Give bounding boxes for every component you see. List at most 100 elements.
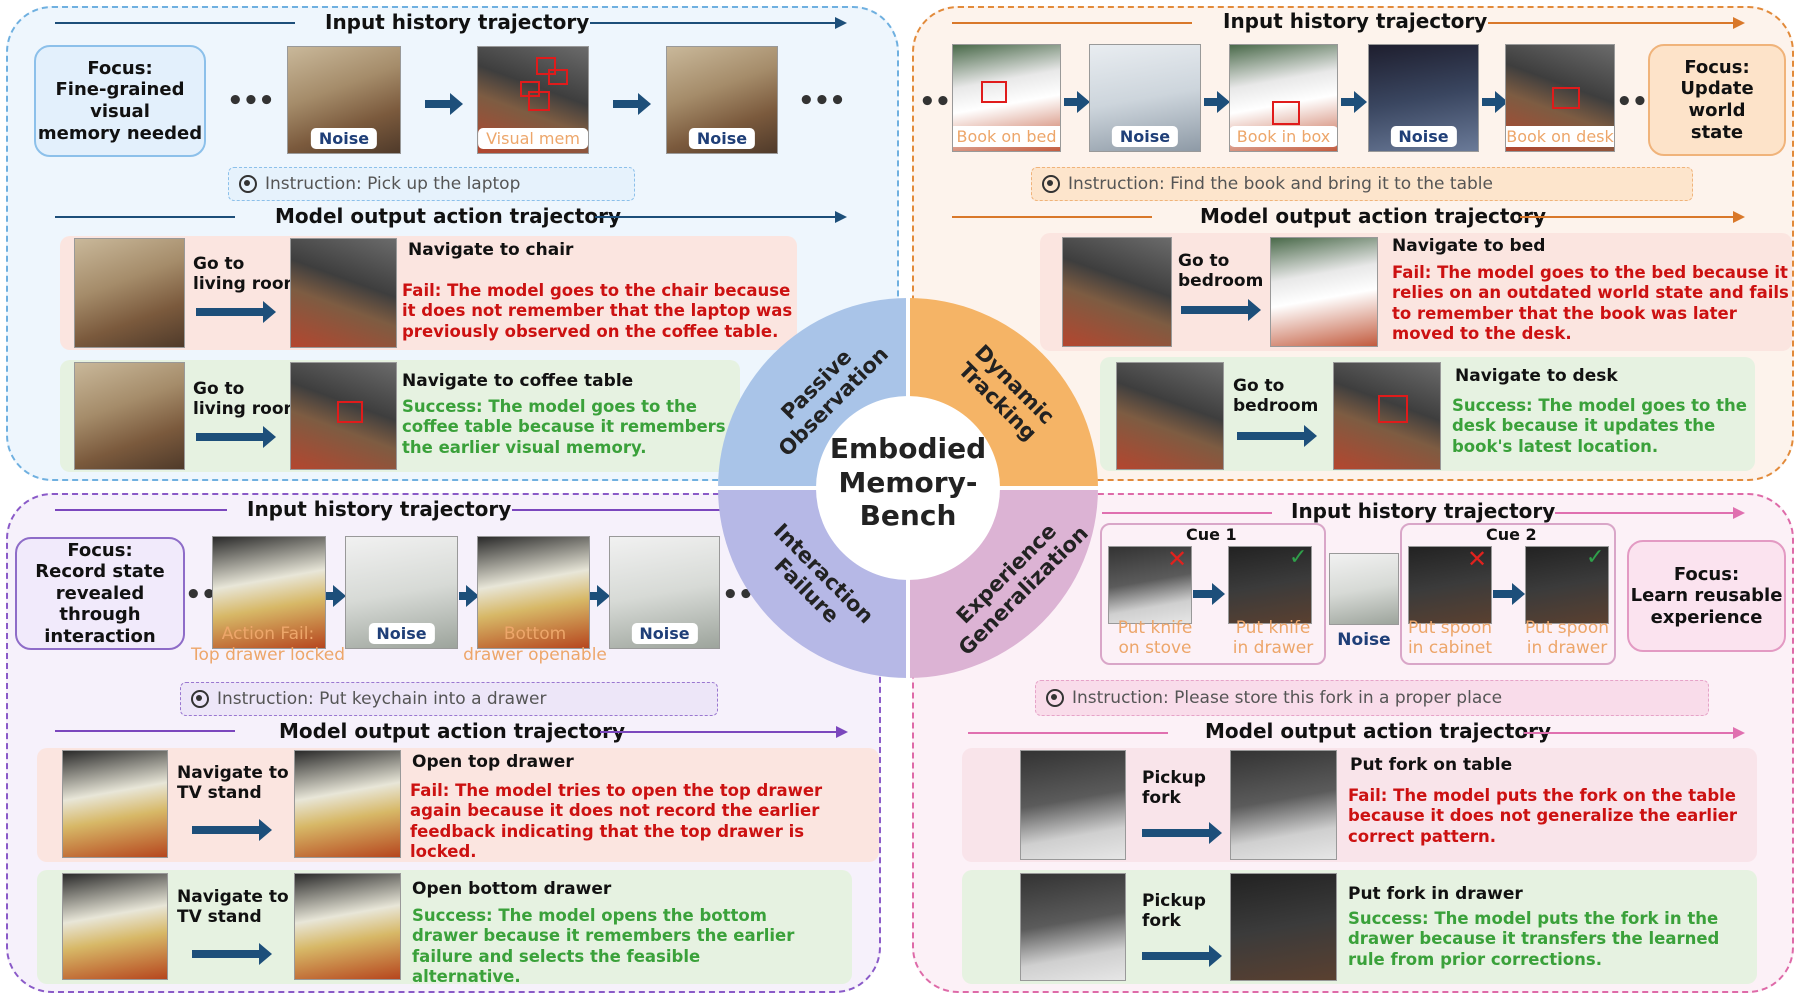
noise-tag: Noise xyxy=(1111,126,1179,147)
instruction-text: Instruction: Put keychain into a drawer xyxy=(217,689,547,709)
action-label: Open bottom drawer xyxy=(412,879,612,899)
frame xyxy=(1116,362,1224,470)
target-icon xyxy=(1042,175,1060,193)
right-arrow xyxy=(1064,91,1090,113)
arrow-line xyxy=(512,509,752,511)
action-label: Navigate to chair xyxy=(408,240,574,260)
right-arrow xyxy=(1237,425,1317,447)
right-arrow xyxy=(196,426,276,448)
highlight-box xyxy=(528,91,550,111)
check-icon: ✓ xyxy=(1289,546,1308,570)
target-icon xyxy=(239,175,257,193)
right-arrow xyxy=(613,93,651,115)
fail-explanation: Fail: The model goes to the bed because … xyxy=(1392,263,1789,344)
instruction-text: Instruction: Pick up the laptop xyxy=(265,174,521,194)
noise-frame xyxy=(1329,553,1399,625)
frame xyxy=(1333,362,1441,470)
highlight-box xyxy=(536,57,556,75)
arrow-head xyxy=(1733,211,1745,223)
history-frame xyxy=(212,536,326,649)
right-arrow xyxy=(1142,822,1222,844)
highlight-box xyxy=(1378,395,1408,423)
arrow-head xyxy=(835,211,847,223)
check-icon: ✓ xyxy=(1586,546,1605,570)
highlight-box xyxy=(1552,87,1580,109)
input-history-title: Input history trajectory xyxy=(325,10,590,34)
state-tag: Book in box xyxy=(1230,126,1337,147)
frame xyxy=(290,362,397,470)
arrow-line xyxy=(600,731,836,733)
noise-tag: Noise xyxy=(1390,126,1457,147)
focus-text: Learn reusable xyxy=(1630,585,1783,607)
highlight-box xyxy=(337,401,363,423)
cue-frame: ✓ xyxy=(1525,546,1609,624)
history-frame: Noise xyxy=(345,536,458,649)
arrow-line xyxy=(1555,512,1733,514)
highlight-box xyxy=(1272,101,1300,125)
focus-box: Focus: Learn reusable experience xyxy=(1627,540,1786,652)
model-output-title: Model output action trajectory xyxy=(1205,719,1552,743)
arrow-line xyxy=(952,22,1192,24)
arrow-line xyxy=(55,509,227,511)
focus-text: Fine-grained visual xyxy=(55,79,185,122)
cue-2-group xyxy=(1400,523,1616,665)
instruction-text: Instruction: Please store this fork in a… xyxy=(1072,688,1503,708)
history-frame: Noise xyxy=(666,46,778,154)
history-frame: Noise xyxy=(287,46,401,154)
right-arrow xyxy=(590,585,610,607)
ellipsis: ••• xyxy=(227,86,275,116)
model-output-title: Model output action trajectory xyxy=(275,204,622,228)
frame xyxy=(62,873,168,980)
action-label: Put fork in drawer xyxy=(1348,884,1523,904)
frame xyxy=(1230,750,1337,860)
frame xyxy=(1020,750,1126,860)
history-frame: Noise xyxy=(609,536,720,649)
focus-text: revealed through xyxy=(55,582,145,626)
focus-label: Focus: xyxy=(67,539,133,561)
action-label: Open top drawer xyxy=(412,752,574,772)
focus-text: state xyxy=(1690,121,1744,143)
target-icon xyxy=(1046,689,1064,707)
action-fail-tag: Action Fail:Top drawer locked xyxy=(190,624,345,665)
frame xyxy=(74,238,185,348)
arrow-head xyxy=(1733,727,1745,739)
frame xyxy=(1020,873,1126,981)
frame xyxy=(1270,237,1378,347)
cue-frame: ✕ xyxy=(1408,546,1492,624)
model-output-title: Model output action trajectory xyxy=(279,719,626,743)
success-explanation: Success: The model puts the fork in the … xyxy=(1348,909,1720,969)
arrow-line xyxy=(1102,512,1272,514)
history-frame: Book on bed xyxy=(952,44,1061,152)
history-frame: Book in box xyxy=(1229,44,1338,152)
arrow-line xyxy=(595,216,835,218)
success-explanation: Success: The model opens the bottom draw… xyxy=(412,906,795,987)
cue-frame: ✓ xyxy=(1228,546,1312,624)
highlight-box xyxy=(981,81,1007,103)
state-tag: Book on desk xyxy=(1506,126,1614,147)
right-arrow xyxy=(1142,945,1222,967)
highlight-box xyxy=(548,69,568,85)
right-arrow xyxy=(1341,91,1367,113)
benchmark-title: Embodied Memory- Bench xyxy=(829,432,987,533)
arrow-head xyxy=(836,726,848,738)
focus-box: Focus: Update world state xyxy=(1648,44,1786,156)
right-arrow xyxy=(326,585,346,607)
action-label: Put fork on table xyxy=(1350,755,1513,775)
success-explanation: Success: The model goes to the desk beca… xyxy=(1452,396,1747,456)
focus-label: Focus: xyxy=(1684,56,1750,78)
focus-box: Focus: Record state revealed through int… xyxy=(15,537,185,650)
history-frame: Book on desk xyxy=(1505,44,1615,152)
right-arrow xyxy=(192,819,272,841)
ellipsis: •• xyxy=(185,580,217,610)
noise-tag: Noise xyxy=(631,623,698,644)
cue-1-group xyxy=(1100,523,1326,665)
arrow-line xyxy=(1488,22,1733,24)
cue-label: Cue 1 xyxy=(1186,525,1237,544)
